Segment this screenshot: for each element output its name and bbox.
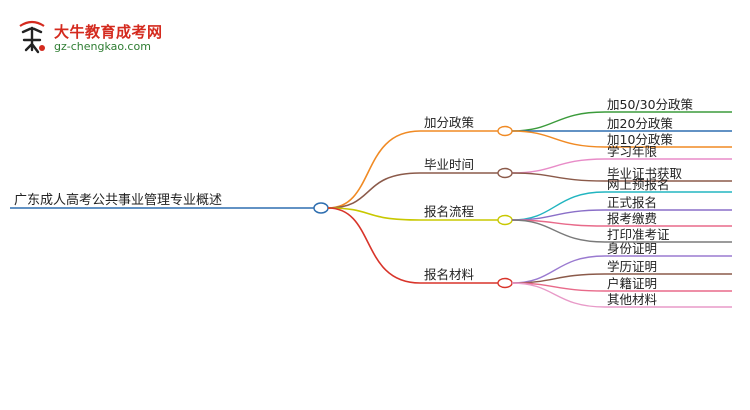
- branch-label-3: 报名流程: [424, 204, 475, 219]
- branch-connector-1: [327, 130, 421, 209]
- leaf-label-4-4: 其他材料: [607, 292, 658, 307]
- leaf-label-3-2: 正式报名: [607, 195, 657, 210]
- leaf-label-4-2: 学历证明: [607, 259, 657, 274]
- leaf-connector-3-4: [511, 219, 606, 243]
- leaf-label-4-1: 身份证明: [607, 241, 657, 256]
- branch-node-circle-3: [497, 214, 513, 226]
- branch-node-circle-1: [497, 125, 513, 137]
- branch-label-2: 毕业时间: [424, 157, 474, 172]
- root-node-circle: [313, 202, 329, 214]
- logo-url: gz-chengkao.com: [54, 40, 151, 53]
- leaf-label-4-3: 户籍证明: [607, 276, 657, 291]
- logo-title: 大牛教育成考网: [54, 23, 163, 41]
- leaf-label-1-1: 加50/30分政策: [607, 97, 694, 112]
- branch-label-4: 报名材料: [424, 267, 475, 282]
- leaf-connector-2-1: [511, 158, 606, 174]
- leaf-label-2-2: 毕业证书获取: [607, 166, 683, 181]
- leaf-connector-2-2: [511, 172, 606, 182]
- leaf-label-1-2: 加20分政策: [607, 116, 673, 131]
- branch-node-circle-2: [497, 167, 513, 179]
- leaf-connector-1-1: [511, 111, 606, 132]
- leaf-label-3-4: 打印准考证: [607, 227, 670, 242]
- branch-connector-2: [327, 172, 421, 209]
- branch-node-circle-4: [497, 277, 513, 289]
- leaf-connector-4-1: [511, 255, 606, 284]
- branch-connector-4: [327, 207, 421, 284]
- leaf-connector-3-1: [511, 191, 606, 221]
- leaf-label-3-3: 报考缴费: [607, 211, 657, 226]
- leaf-label-2-1: 学习年限: [607, 144, 658, 159]
- branch-connector-3: [327, 207, 421, 221]
- leaf-connector-4-4: [511, 282, 606, 308]
- root-label: 广东成人高考公共事业管理专业概述: [14, 192, 222, 208]
- bull-logo-icon: [19, 20, 45, 54]
- leaf-connector-1-3: [511, 130, 606, 148]
- site-logo: 大牛教育成考网 gz-chengkao.com: [14, 18, 164, 60]
- leaf-label-3-1: 网上预报名: [607, 177, 670, 192]
- leaf-label-1-3: 加10分政策: [607, 132, 673, 147]
- branch-label-1: 加分政策: [424, 115, 475, 130]
